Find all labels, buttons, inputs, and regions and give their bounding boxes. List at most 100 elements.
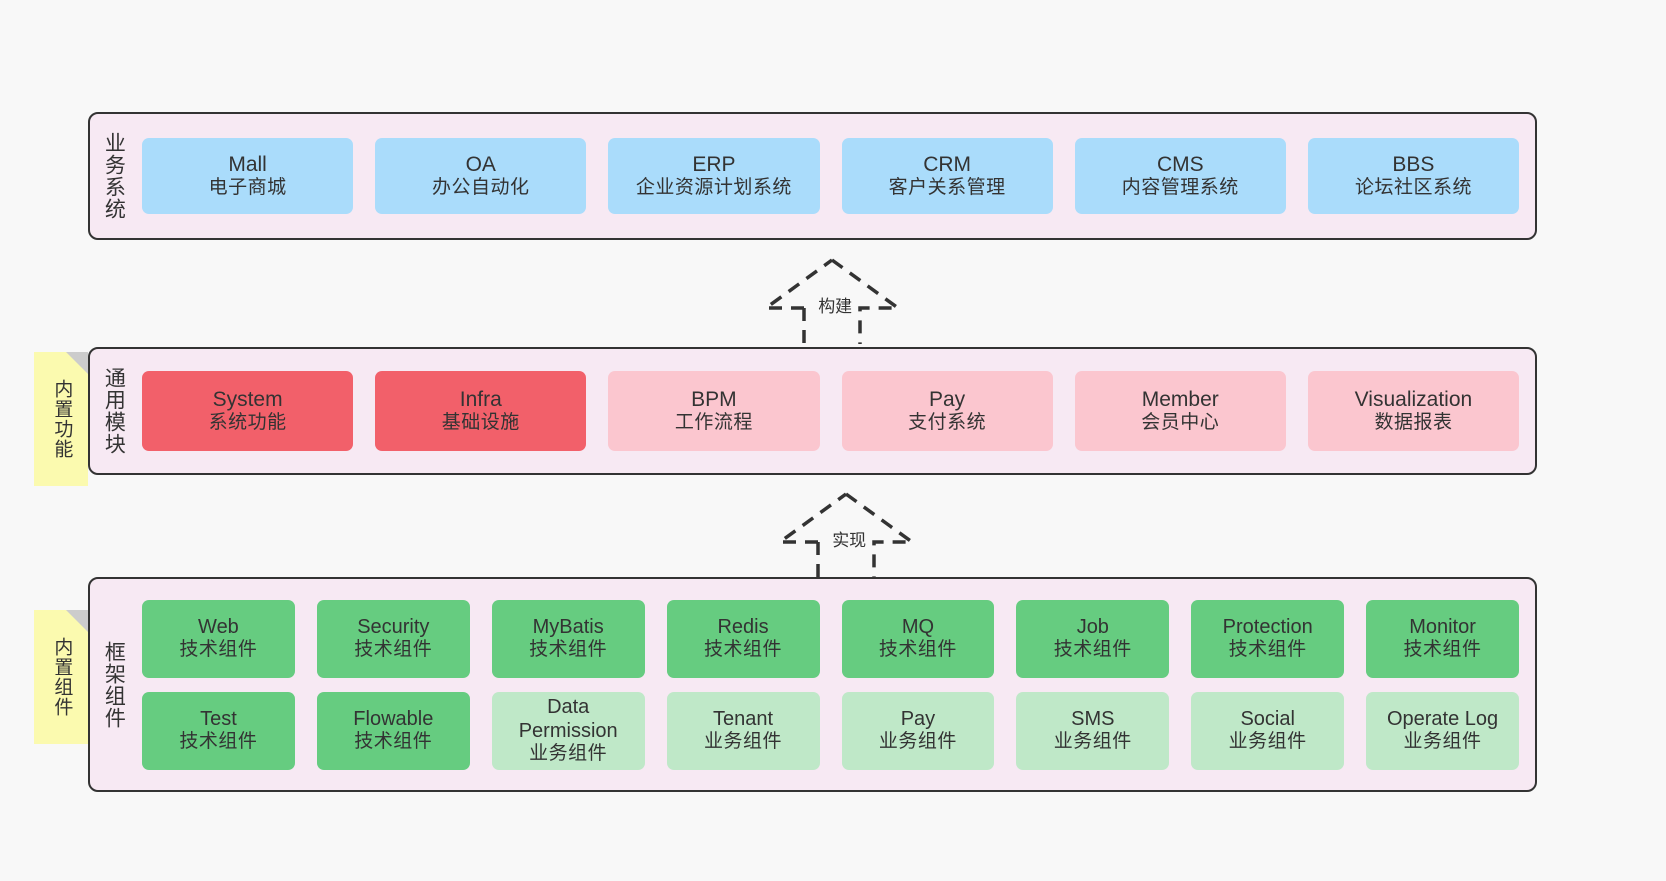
module-card-flowable[interactable]: Flowable 技术组件 [316, 691, 470, 770]
module-card-protection[interactable]: Protection 技术组件 [1191, 599, 1345, 678]
card-title: OA [465, 153, 496, 176]
card-title: CMS [1156, 153, 1204, 176]
card-title: BPM [691, 388, 737, 411]
builtin-component-note: 内置组件 [34, 610, 88, 744]
card-title: Redis [717, 616, 769, 639]
module-card-bbs[interactable]: BBS 论坛社区系统 [1307, 138, 1520, 214]
module-card-mybatis[interactable]: MyBatis 技术组件 [491, 599, 645, 678]
module-card-infra[interactable]: Infra 基础设施 [375, 371, 587, 451]
module-card-test[interactable]: Test 技术组件 [142, 691, 295, 770]
card-subtitle: 支付系统 [908, 412, 987, 434]
module-card-mall[interactable]: Mall 电子商城 [142, 138, 354, 214]
card-subtitle: 业务组件 [878, 731, 957, 753]
card-subtitle: 业务组件 [1053, 731, 1132, 753]
card-title: Tenant [713, 708, 774, 731]
module-card-monitor[interactable]: Monitor 技术组件 [1366, 599, 1519, 678]
card-subtitle: 技术组件 [529, 639, 608, 661]
card-title: Mall [228, 153, 267, 176]
card-subtitle: 内容管理系统 [1121, 177, 1239, 199]
card-title: SMS [1071, 708, 1115, 731]
business-systems-row: Mall 电子商城 OA 办公自动化 ERP 企业资源计划系统 CRM 客户关系… [142, 138, 1520, 214]
card-title: Pay [929, 388, 966, 411]
layer-framework-components: 框架组件 Web 技术组件 Security 技术组件 MyBatis 技术组件… [88, 577, 1537, 792]
card-title: Flowable [353, 708, 434, 731]
implement-arrow-label: 实现 [830, 526, 869, 551]
module-card-pay[interactable]: Pay 支付系统 [841, 371, 1053, 451]
module-card-security[interactable]: Security 技术组件 [316, 599, 470, 678]
card-title: Security [357, 616, 430, 639]
layer-title-business-systems: 业务系统 [102, 132, 126, 220]
layer-title-framework-components: 框架组件 [102, 640, 126, 729]
card-subtitle: 办公自动化 [432, 177, 530, 199]
card-subtitle: 业务组件 [1403, 731, 1482, 753]
module-card-member[interactable]: Member 会员中心 [1074, 371, 1286, 451]
card-subtitle: 客户关系管理 [888, 177, 1006, 199]
common-modules-row: System 系统功能 Infra 基础设施 BPM 工作流程 Pay 支付系统… [142, 371, 1520, 451]
builtin-function-note-label: 内置功能 [51, 379, 73, 459]
build-arrow: 构建 [752, 256, 912, 346]
card-subtitle: 企业资源计划系统 [635, 177, 792, 199]
card-subtitle: 业务组件 [529, 743, 608, 765]
layer-title-common-modules: 通用模块 [102, 367, 126, 455]
card-title: Web [198, 616, 239, 639]
layer-body-common-modules: System 系统功能 Infra 基础设施 BPM 工作流程 Pay 支付系统… [136, 349, 1535, 473]
card-title: Job [1076, 616, 1109, 639]
card-subtitle: 技术组件 [1403, 639, 1482, 661]
card-subtitle: 系统功能 [208, 412, 287, 434]
card-subtitle: 会员中心 [1141, 412, 1220, 434]
module-card-crm[interactable]: CRM 客户关系管理 [841, 138, 1053, 214]
card-subtitle: 技术组件 [1228, 639, 1307, 661]
card-subtitle: 基础设施 [441, 412, 520, 434]
card-subtitle: 技术组件 [354, 731, 433, 753]
folded-corner-icon [66, 352, 88, 374]
card-subtitle: 技术组件 [179, 639, 258, 661]
module-card-job[interactable]: Job 技术组件 [1016, 599, 1170, 678]
card-title: Protection [1222, 616, 1313, 639]
card-subtitle: 技术组件 [1053, 639, 1132, 661]
layer-common-modules: 通用模块 System 系统功能 Infra 基础设施 BPM 工作流程 Pay… [88, 347, 1537, 475]
build-arrow-label: 构建 [816, 292, 855, 317]
card-subtitle: 业务组件 [704, 731, 783, 753]
card-subtitle: 技术组件 [704, 639, 783, 661]
card-title: Infra [459, 388, 502, 411]
card-subtitle: 业务组件 [1228, 731, 1307, 753]
card-title: Operate Log [1386, 708, 1499, 731]
card-title: System [212, 388, 283, 411]
framework-tech-components-row: Web 技术组件 Security 技术组件 MyBatis 技术组件 Redi… [142, 599, 1519, 678]
card-subtitle: 技术组件 [354, 639, 433, 661]
module-card-sms[interactable]: SMS 业务组件 [1016, 691, 1170, 770]
builtin-component-note-label: 内置组件 [51, 637, 73, 717]
card-subtitle: 技术组件 [179, 731, 258, 753]
module-card-data-permission[interactable]: Data Permission 业务组件 [491, 691, 645, 770]
module-card-erp[interactable]: ERP 企业资源计划系统 [608, 138, 820, 214]
module-card-redis[interactable]: Redis 技术组件 [666, 599, 820, 678]
layer-body-business-systems: Mall 电子商城 OA 办公自动化 ERP 企业资源计划系统 CRM 客户关系… [136, 114, 1535, 238]
card-title: BBS [1392, 153, 1435, 176]
card-title: Monitor [1409, 616, 1476, 639]
module-card-web[interactable]: Web 技术组件 [142, 599, 295, 678]
module-card-social[interactable]: Social 业务组件 [1191, 691, 1345, 770]
card-title: Test [200, 708, 237, 731]
card-title: Pay [900, 708, 936, 731]
layer-body-framework-components: Web 技术组件 Security 技术组件 MyBatis 技术组件 Redi… [136, 579, 1535, 790]
folded-corner-icon [66, 610, 88, 632]
module-card-cms[interactable]: CMS 内容管理系统 [1074, 138, 1286, 214]
card-subtitle: 技术组件 [878, 639, 957, 661]
module-card-tenant[interactable]: Tenant 业务组件 [666, 691, 820, 770]
card-title: Member [1141, 388, 1219, 411]
card-subtitle: 电子商城 [208, 177, 287, 199]
framework-business-components-row: Test 技术组件 Flowable 技术组件 Data Permission … [142, 691, 1519, 770]
module-card-mq[interactable]: MQ 技术组件 [841, 599, 995, 678]
module-card-system[interactable]: System 系统功能 [142, 371, 354, 451]
module-card-pay-business[interactable]: Pay 业务组件 [841, 691, 995, 770]
card-title: ERP [692, 153, 736, 176]
card-subtitle: 论坛社区系统 [1354, 177, 1472, 199]
module-card-oa[interactable]: OA 办公自动化 [375, 138, 587, 214]
module-card-visualization[interactable]: Visualization 数据报表 [1307, 371, 1520, 451]
builtin-function-note: 内置功能 [34, 352, 88, 486]
module-card-operate-log[interactable]: Operate Log 业务组件 [1366, 691, 1519, 770]
module-card-bpm[interactable]: BPM 工作流程 [608, 371, 820, 451]
card-title: CRM [923, 153, 972, 176]
implement-arrow: 实现 [766, 490, 926, 580]
